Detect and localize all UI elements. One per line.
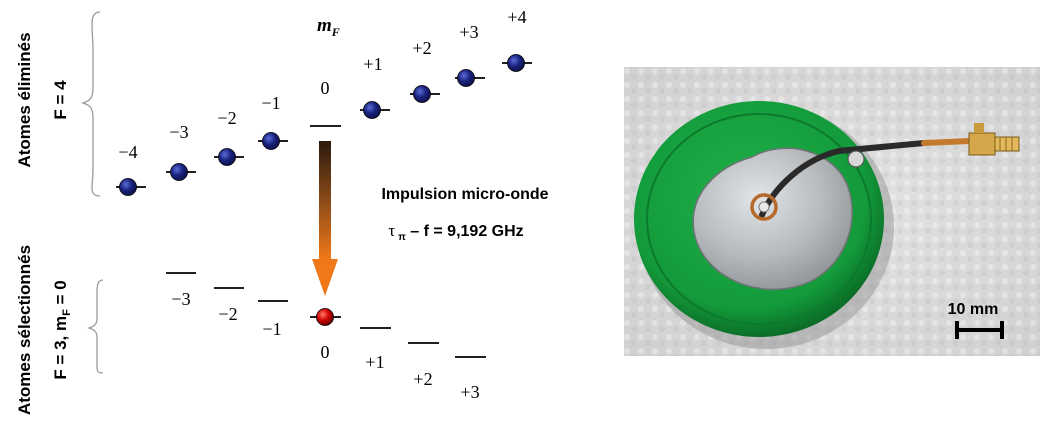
upper-level: −1: [258, 93, 288, 150]
upper-level: −3: [166, 122, 196, 181]
aluminium-foil: [692, 147, 853, 291]
lower-level: +2: [408, 342, 439, 389]
upper-level-label: +3: [459, 22, 478, 42]
eliminated-atom: [457, 69, 475, 87]
copper-loop: [750, 193, 778, 221]
upper-level-label: +1: [363, 54, 382, 74]
eliminated-atom: [119, 178, 137, 196]
upper-level-label: −3: [169, 122, 188, 142]
upper-levels: −4 −3 −2 −1 0 +1 +2: [116, 7, 532, 196]
upper-level: +4: [502, 7, 532, 72]
upper-brace: [80, 11, 101, 197]
lower-level: −1: [258, 300, 288, 339]
scale-bar: [955, 321, 1004, 339]
eliminated-atom: [413, 85, 431, 103]
sma-connector: [968, 123, 1020, 156]
mounting-screw: [847, 150, 865, 168]
connector-body: [968, 132, 996, 156]
lower-level: 0: [310, 308, 341, 362]
lower-level: −3: [166, 272, 196, 309]
lower-level-label: −2: [218, 304, 237, 324]
upper-level: −4: [116, 142, 146, 196]
eliminated-atom: [218, 148, 236, 166]
upper-f-label: F = 4: [51, 80, 70, 120]
upper-level: −2: [214, 108, 244, 166]
lower-f-label-main: F = 3, m: [51, 316, 70, 380]
upper-level-label: −4: [118, 142, 137, 162]
lower-level: +3: [455, 356, 486, 402]
lower-brace: [86, 279, 104, 374]
tau-subscript: π: [398, 232, 406, 243]
eliminated-atom: [507, 54, 525, 72]
lower-level-label: −1: [262, 319, 281, 339]
lower-level-label: +1: [365, 352, 384, 372]
upper-group-label: Atomes éliminés: [15, 32, 34, 167]
lower-level: +1: [360, 327, 391, 372]
upper-level-label: −1: [261, 93, 280, 113]
lower-level-label: +2: [413, 369, 432, 389]
mf-header: mF: [317, 15, 340, 39]
upper-level-label: −2: [217, 108, 236, 128]
lower-f-label-sub: F: [61, 309, 73, 316]
lower-level-label: −3: [171, 289, 190, 309]
upper-level: +1: [360, 54, 390, 119]
lower-level-label: +3: [460, 382, 479, 402]
scale-bar-label: 10 mm: [948, 301, 999, 318]
upper-level: 0: [310, 78, 341, 127]
lower-group-label: Atomes sélectionnés: [15, 245, 34, 415]
microwave-pulse-arrow: [312, 141, 338, 296]
connector-thread: [994, 136, 1020, 152]
tau-symbol: τ: [388, 221, 395, 240]
upper-level: +2: [410, 38, 440, 103]
mf-header-main: m: [317, 15, 332, 36]
copper-jacket: [921, 138, 972, 146]
pulse-label: Impulsion micro-onde: [381, 186, 548, 203]
eliminated-atom: [363, 101, 381, 119]
eliminated-atom: [170, 163, 188, 181]
upper-level-label: 0: [321, 78, 330, 98]
lower-f-label: F = 3, mF = 0: [51, 280, 73, 379]
lower-level-label: 0: [321, 342, 330, 362]
loop-center: [758, 201, 770, 213]
antenna-photo: 10 mm: [624, 67, 1040, 356]
arrow-shaft: [319, 141, 331, 259]
upper-level-label: +4: [507, 7, 526, 27]
disk-rim: [646, 113, 872, 325]
upper-level: +3: [455, 22, 485, 87]
hyperfine-level-diagram: Atomes éliminés F = 4 Atomes sélectionné…: [15, 7, 549, 415]
eliminated-atom: [262, 132, 280, 150]
lower-levels: −3 −2 −1 0 +1 +2 +3: [166, 272, 486, 402]
arrow-head: [312, 259, 338, 296]
selected-atom: [316, 308, 334, 326]
connector-tab: [974, 123, 984, 133]
upper-level-label: +2: [412, 38, 431, 58]
frequency-text: – f = 9,192 GHz: [406, 223, 524, 240]
lower-level: −2: [214, 287, 244, 324]
lower-f-label-tail: = 0: [51, 280, 70, 309]
mf-header-sub: F: [331, 25, 340, 39]
